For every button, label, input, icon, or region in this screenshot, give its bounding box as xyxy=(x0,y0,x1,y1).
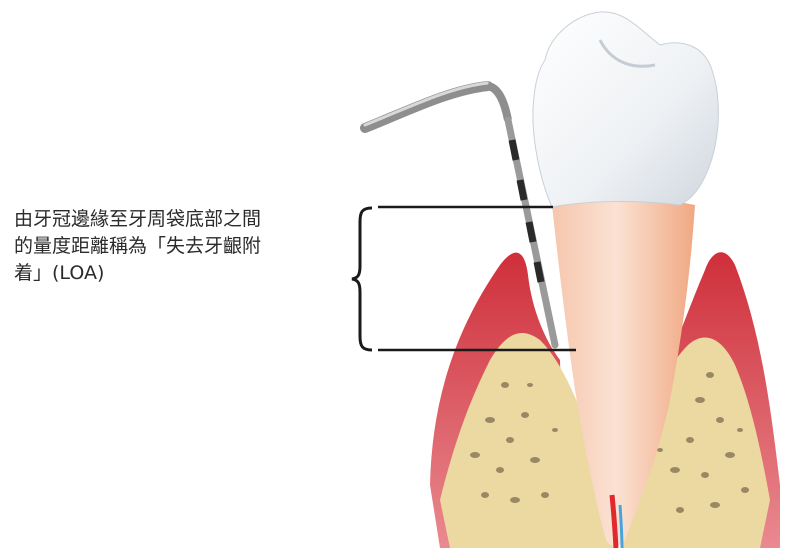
caption-line-2: 的量度距離稱為「失去牙齦附 xyxy=(14,233,344,260)
caption-line-1: 由牙冠邊緣至牙周袋底部之間 xyxy=(14,206,344,233)
loa-caption: 由牙冠邊緣至牙周袋底部之間 的量度距離稱為「失去牙齦附 着」(LOA) xyxy=(14,206,344,287)
probe-handle xyxy=(365,86,488,128)
curly-brace xyxy=(352,208,372,350)
caption-line-3: 着」(LOA) xyxy=(14,260,344,287)
probe-neck xyxy=(488,86,508,120)
tooth-crown xyxy=(533,12,718,207)
